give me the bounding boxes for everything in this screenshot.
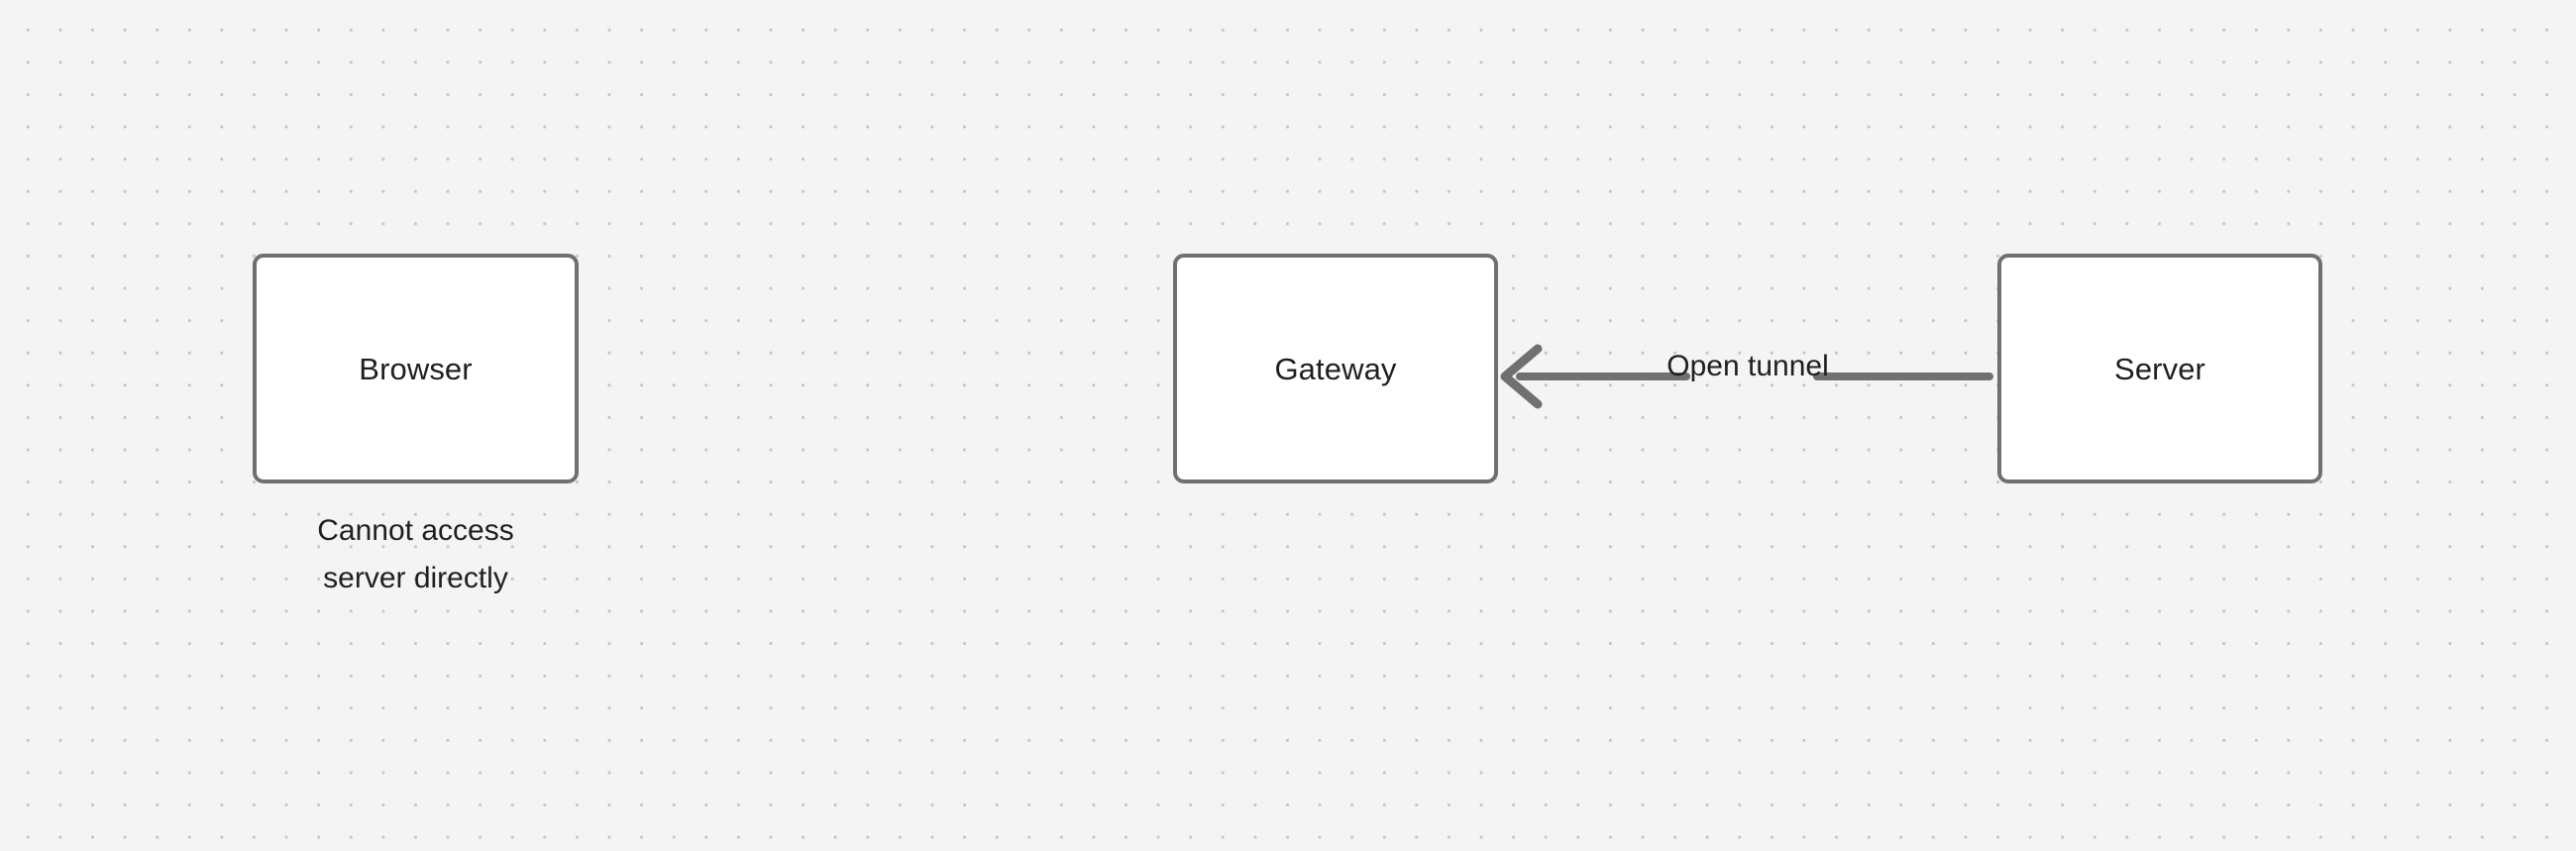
caption-browser: Cannot access server directly [253, 507, 579, 602]
caption-browser-line-1: Cannot access [317, 514, 514, 547]
node-browser[interactable]: Browser [253, 254, 579, 483]
node-browser-label: Browser [359, 351, 473, 386]
node-gateway[interactable]: Gateway [1173, 254, 1498, 483]
node-gateway-label: Gateway [1274, 351, 1397, 386]
caption-browser-line-2: server directly [323, 562, 508, 594]
node-server-label: Server [2114, 351, 2205, 386]
edge-server-to-gateway-label: Open tunnel [1666, 350, 1829, 382]
node-server[interactable]: Server [1997, 254, 2322, 483]
